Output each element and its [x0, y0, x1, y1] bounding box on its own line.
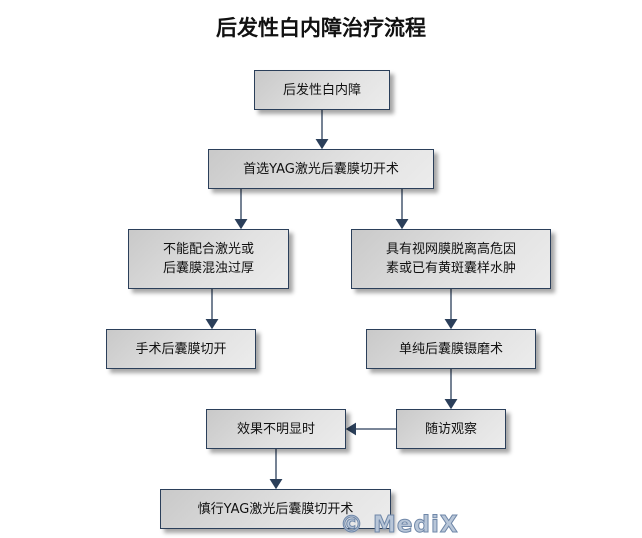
node-followup: 随访观察	[396, 409, 506, 449]
watermark-logo: © MediX	[340, 512, 459, 538]
node-first-choice: 首选YAG激光后囊膜切开术	[208, 149, 434, 189]
node-left-condition: 不能配合激光或 后囊膜混浊过厚	[128, 229, 289, 289]
node-surgical: 手术后囊膜切开	[106, 329, 256, 369]
node-ineffective: 效果不明显时	[206, 409, 346, 449]
diagram-title: 后发性白内障治疗流程	[216, 16, 426, 40]
node-start: 后发性白内障	[254, 70, 390, 110]
node-polishing: 单纯后囊膜镊磨术	[366, 329, 536, 369]
node-cautious: 慎行YAG激光后囊膜切开术	[160, 489, 391, 529]
node-right-condition: 具有视网膜脱离高危因 素或已有黄斑囊样水肿	[351, 229, 551, 289]
